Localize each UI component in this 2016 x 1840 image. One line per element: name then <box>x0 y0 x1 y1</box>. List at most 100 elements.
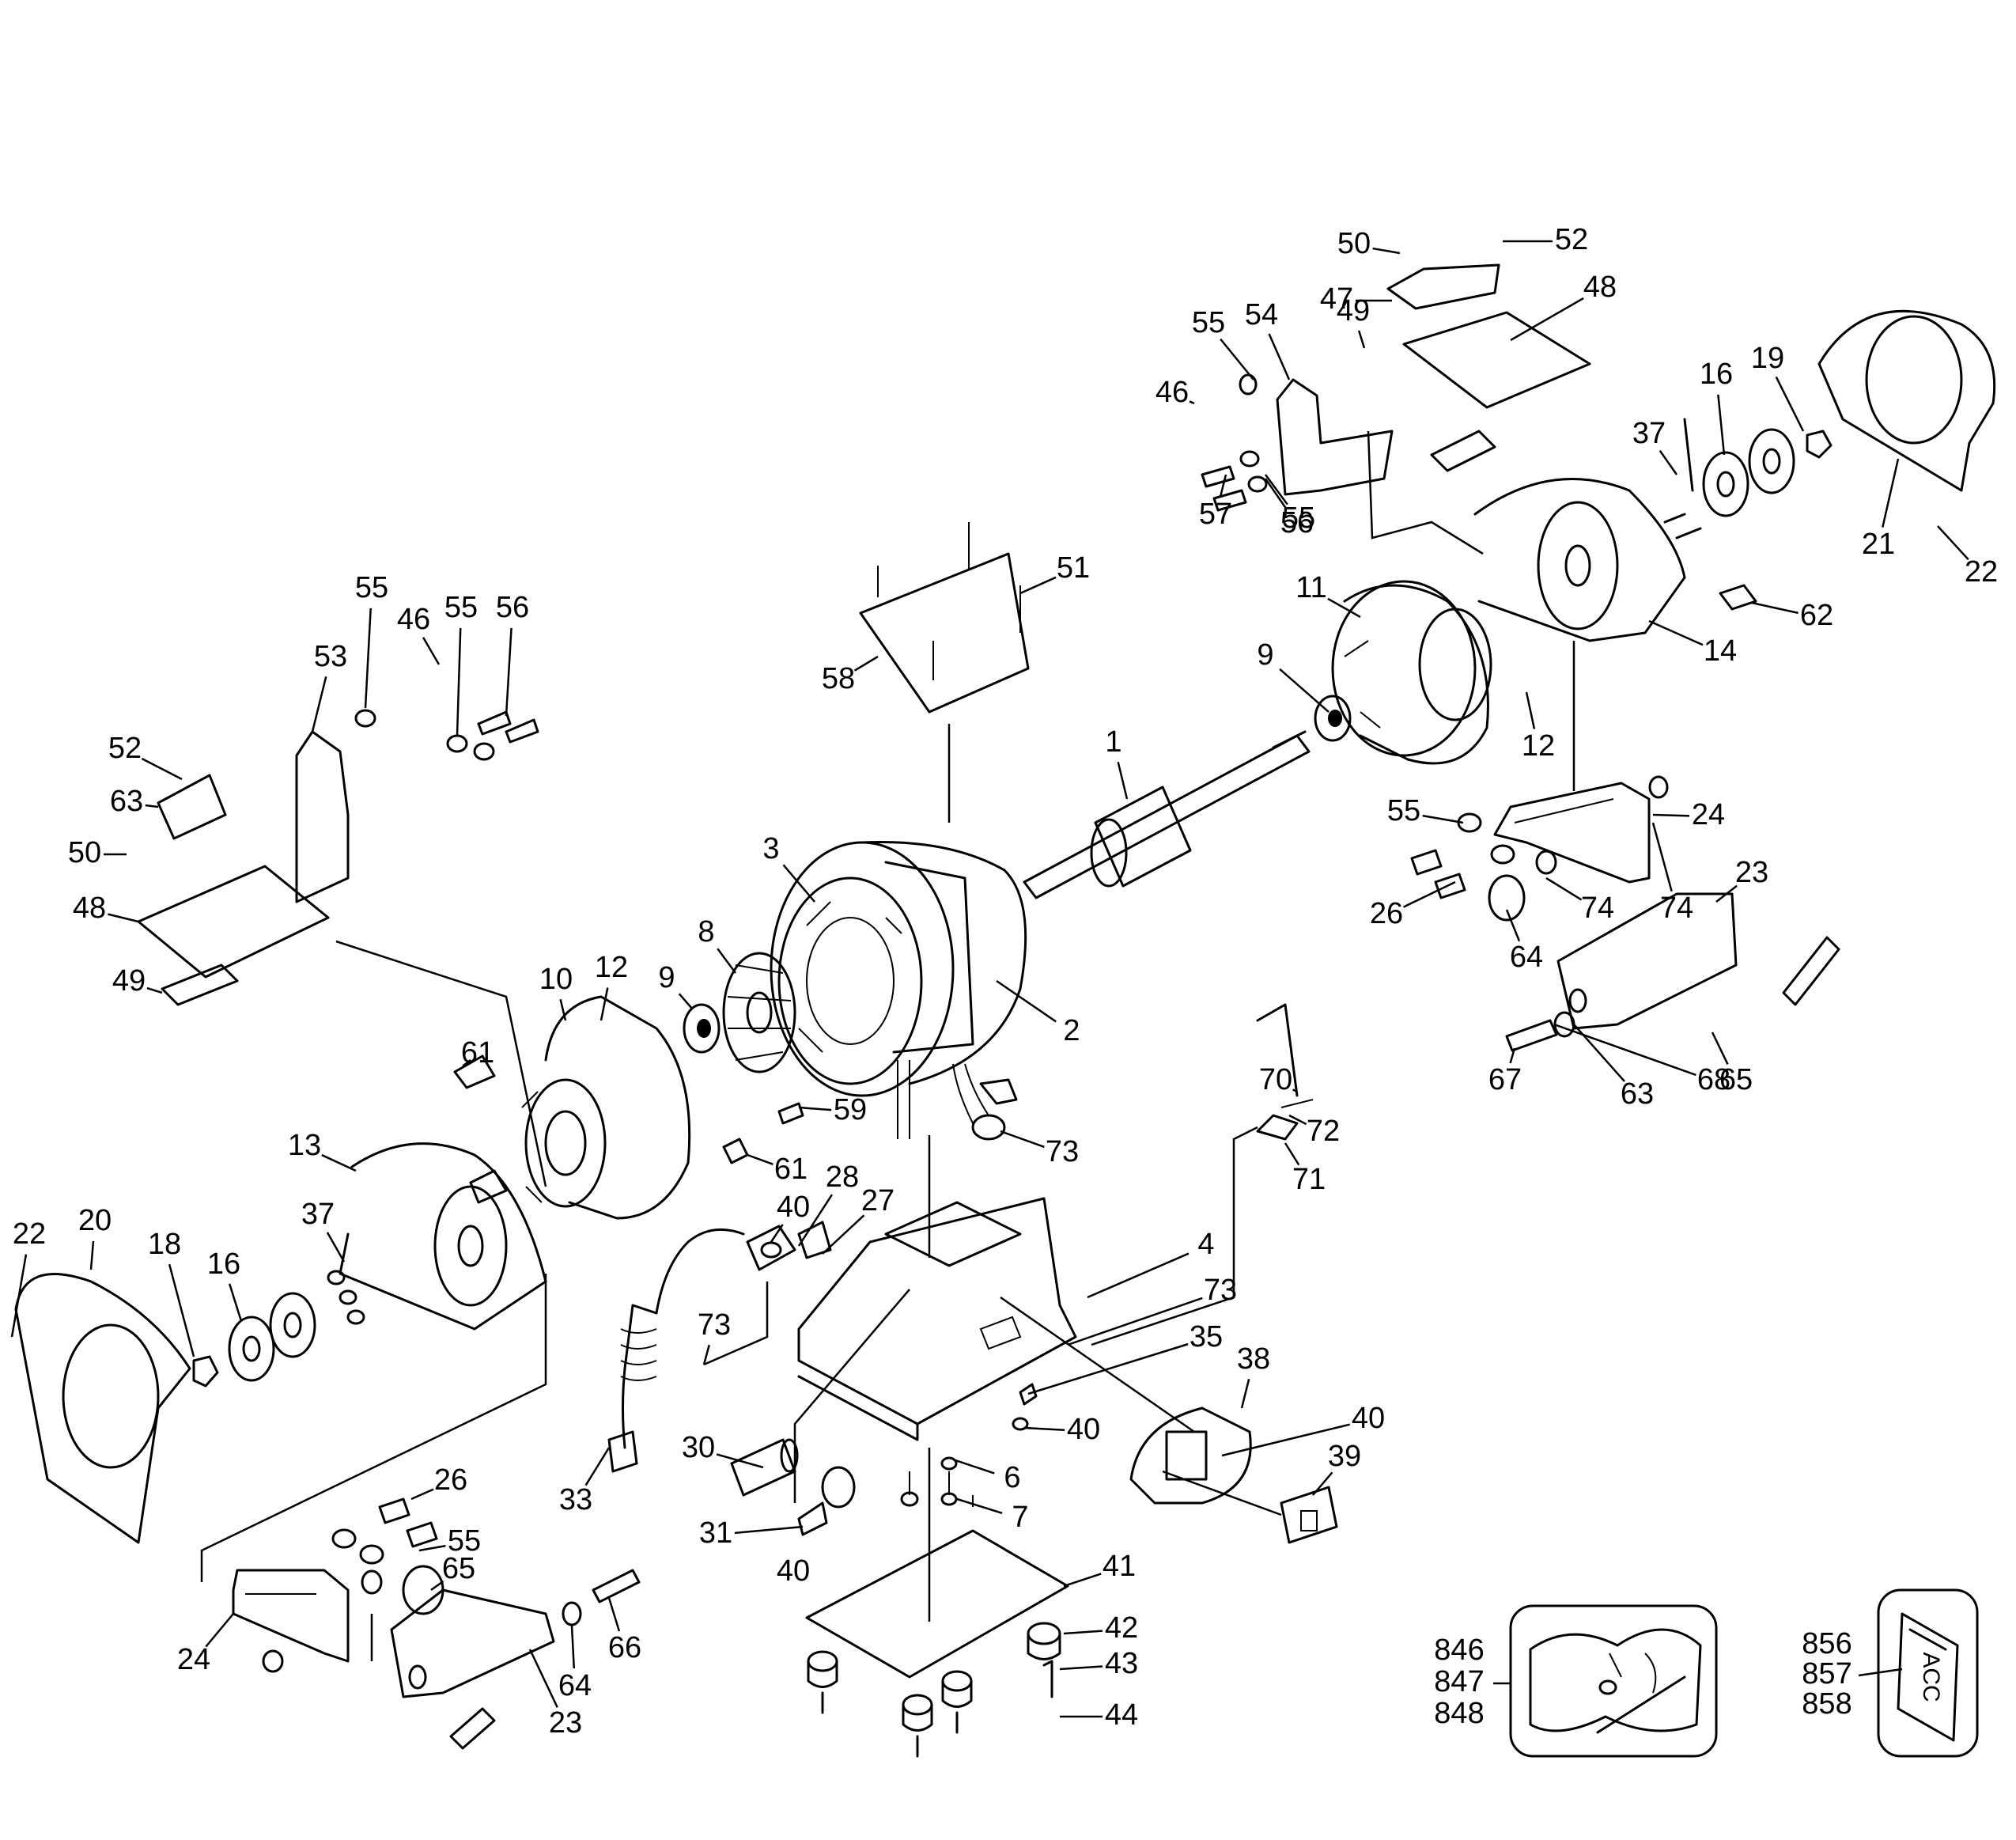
callout-24: 24 <box>177 1643 210 1676</box>
callout-leader-26 <box>1403 880 1456 908</box>
callout-leader-54 <box>1268 333 1291 380</box>
callout-leader-48 <box>1510 297 1584 342</box>
right-inner-guard <box>1473 478 1686 642</box>
callout-leader-3 <box>782 864 815 903</box>
callout-13: 13 <box>288 1129 321 1162</box>
callout-23: 23 <box>1735 856 1768 889</box>
left-outer-guard <box>14 1273 191 1544</box>
callout-leader-62 <box>1751 601 1799 615</box>
callout-62: 62 <box>1800 599 1833 632</box>
callout-61: 61 <box>774 1153 808 1186</box>
callout-leader-14 <box>1648 619 1704 646</box>
left-wheel-nut <box>192 1355 219 1388</box>
callout-leader-11 <box>1327 597 1361 619</box>
callout-47: 47 <box>1320 282 1353 316</box>
callout-53: 53 <box>314 640 347 673</box>
left-eye-shield <box>137 865 330 979</box>
callout-55: 55 <box>1192 306 1225 339</box>
left-tool-rest-bracket <box>157 730 350 903</box>
callout-leader-61 <box>462 1059 471 1067</box>
callout-10: 10 <box>539 963 573 996</box>
callout-55: 55 <box>1387 794 1420 827</box>
left-flanges <box>228 1292 316 1382</box>
callout-leader-43 <box>1059 1665 1103 1671</box>
callout-9: 9 <box>1257 638 1273 672</box>
switch-plate <box>1129 1407 1252 1505</box>
callout-leader-40 <box>770 1224 784 1243</box>
callout-leader-49 <box>1357 330 1366 349</box>
callout-leader-33 <box>584 1447 611 1486</box>
callout-67: 67 <box>1488 1063 1522 1096</box>
callout-74: 74 <box>1581 892 1614 925</box>
callout-leader-61 <box>747 1153 773 1165</box>
right-pin <box>1782 936 1840 1006</box>
callout-30: 30 <box>682 1431 715 1464</box>
callout-64: 64 <box>1510 941 1543 974</box>
right-bearing-washer <box>1314 695 1352 742</box>
callout-leader-37 <box>326 1232 346 1263</box>
callout-leader-70 <box>1292 1088 1298 1093</box>
callout-55: 55 <box>444 591 478 624</box>
callout-56: 56 <box>496 591 529 624</box>
callout-leader-12 <box>600 987 609 1021</box>
callout-leader-23 <box>528 1649 558 1708</box>
callout-leader-31 <box>734 1525 804 1535</box>
callout-leader-16 <box>1717 394 1726 456</box>
callout-24: 24 <box>1692 798 1725 831</box>
callout-57: 57 <box>1199 498 1232 531</box>
callout-leader-22 <box>1937 525 1969 561</box>
callout-40: 40 <box>777 1191 810 1224</box>
left-inner-guard <box>339 1142 547 1331</box>
callout-leader-41 <box>1063 1573 1102 1588</box>
callout-leader-74 <box>1651 822 1673 892</box>
callout-leader-51 <box>1019 576 1057 595</box>
callout-12: 12 <box>1522 729 1555 763</box>
left-bearing-washer <box>683 1003 721 1054</box>
callout-leader-55 <box>1422 814 1464 824</box>
callout-41: 41 <box>1103 1550 1136 1583</box>
callout-22: 22 <box>1965 555 1998 589</box>
callout-leader-57 <box>1219 474 1227 498</box>
callout-leader-30 <box>716 1453 764 1469</box>
left-adjusting-bracket <box>232 1569 350 1663</box>
callout-leader-7 <box>956 1497 1003 1515</box>
left-tool-rest <box>390 1588 555 1698</box>
callout-73: 73 <box>698 1308 731 1342</box>
callout-leader-55 <box>1220 338 1254 380</box>
right-eye-shield <box>1402 311 1591 409</box>
callout-37: 37 <box>1632 417 1666 450</box>
callout-50: 50 <box>1337 227 1371 260</box>
callout-leader-37 <box>1659 449 1678 475</box>
foot-1 <box>807 1650 838 1688</box>
fan <box>722 952 796 1073</box>
callout-leader-49 <box>146 986 163 994</box>
callout-leader-55 <box>456 627 462 736</box>
callout-leader-53 <box>311 676 327 733</box>
callout-leader-4 <box>1087 1252 1190 1299</box>
callout-leader-8 <box>717 948 737 974</box>
callout-14: 14 <box>1704 634 1737 668</box>
callout-leader-6 <box>952 1458 995 1475</box>
callout-leader-58 <box>853 655 879 672</box>
callout-42: 42 <box>1105 1611 1138 1645</box>
callout-leader-23 <box>1715 884 1738 903</box>
callout-21: 21 <box>1862 528 1895 561</box>
callout-leader-9 <box>678 993 693 1009</box>
power-cord <box>607 1228 745 1473</box>
callout-leader-63 <box>1573 1024 1625 1082</box>
callout-leader-2 <box>996 979 1057 1023</box>
callout-leader-22 <box>10 1254 28 1338</box>
accessory-pack-kit: ACC <box>1877 1588 1979 1758</box>
callout-leader-66 <box>607 1597 621 1632</box>
hardware-bag-kit <box>1509 1604 1718 1758</box>
callout-27: 27 <box>861 1184 895 1217</box>
callout-leader-55 <box>1264 474 1288 505</box>
kit-857: 857 <box>1802 1657 1851 1690</box>
callout-50: 50 <box>68 836 101 869</box>
callout-54: 54 <box>1245 298 1278 331</box>
callout-leader-46 <box>422 637 441 665</box>
callout-65: 65 <box>1719 1063 1753 1096</box>
callout-51: 51 <box>1057 551 1090 585</box>
callout-38: 38 <box>1237 1342 1270 1376</box>
left-end-bell <box>521 995 691 1220</box>
